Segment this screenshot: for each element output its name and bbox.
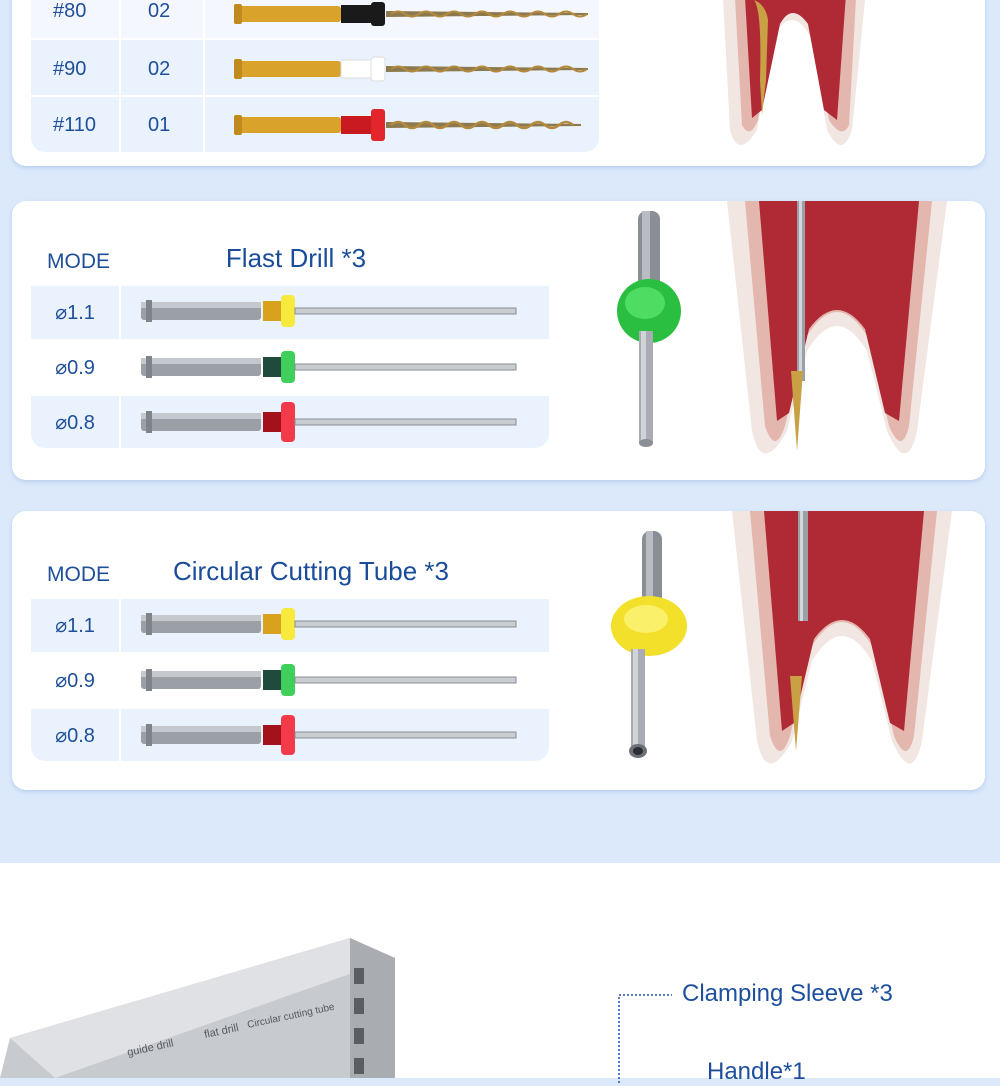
callout-line [618,994,672,1083]
tooth-cross-section-illustration [723,0,865,145]
mode-header: MODE [47,563,110,586]
file-size-value: #80 [53,0,87,22]
circular-tube-table: MODE Circular Cutting Tube *3 ⌀1.1 ⌀0.9 … [31,541,549,761]
circular-tube-card: MODE Circular Cutting Tube *3 ⌀1.1 ⌀0.9 … [12,511,985,790]
file-taper-value: 02 [148,58,171,80]
kit-section: guide drill flat drill Circular cutting … [0,863,1000,1085]
clamping-sleeve-label: Clamping Sleeve *3 [682,980,893,1007]
section-title: Flast Drill *3 [225,243,367,273]
diameter-value: ⌀0.8 [55,724,95,747]
file-taper-value: 01 [148,114,171,136]
kit-box-illustration: guide drill flat drill Circular cutting … [0,938,395,1078]
tube-closeup-illustration [611,531,687,758]
diameter-value: ⌀1.1 [55,302,95,324]
file-size-card: #80 02 #90 02 #110 01 [12,0,985,166]
flast-drill-card: MODE Flast Drill *3 ⌀1.1 ⌀0.9 ⌀0.8 [12,201,985,480]
diameter-value: ⌀0.9 [55,670,95,692]
file-size-table: #80 02 #90 02 #110 01 [31,0,599,152]
section-title: Circular Cutting Tube *3 [172,556,450,586]
tooth-with-tube-illustration [732,511,952,764]
flast-drill-table: MODE Flast Drill *3 ⌀1.1 ⌀0.9 ⌀0.8 [31,228,549,448]
flast-drill-bits-illustration [141,295,517,442]
handle-label: Handle*1 [707,1058,806,1085]
tooth-with-drill-illustration [727,201,947,454]
file-size-value: #90 [53,58,87,80]
file-size-value: #110 [53,114,97,136]
drill-closeup-illustration [617,211,681,447]
endo-file-80-illustration [234,2,588,141]
file-taper-value: 02 [148,0,171,22]
mode-header: MODE [47,250,110,273]
diameter-value: ⌀1.1 [55,615,95,637]
diameter-value: ⌀0.9 [55,357,95,379]
cutting-tube-bits-illustration [141,608,517,755]
diameter-value: ⌀0.8 [55,411,95,434]
